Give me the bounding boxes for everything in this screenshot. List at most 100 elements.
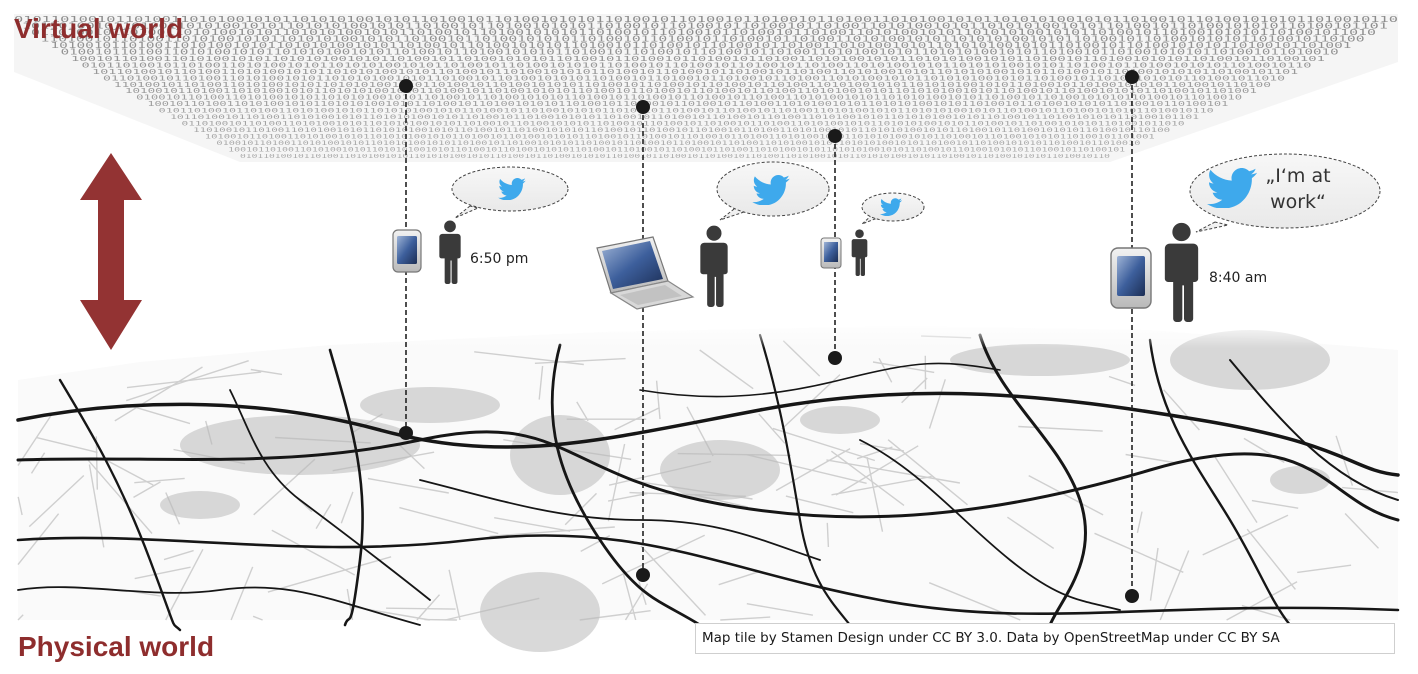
speech-bubble-2 [716,161,830,221]
minor-street [133,481,161,499]
map-park [180,415,420,475]
speech-bubble-3 [861,192,925,225]
minor-street [28,474,85,528]
minor-street [267,556,392,593]
time-label-2: 8:40 am [1209,270,1267,286]
minor-street [1018,425,1103,432]
minor-street [448,569,461,621]
binary-row: 1001011010011010100101011010101001010110… [147,100,1228,108]
tweet-text-line-1: „I‘m at [1265,165,1330,187]
virtual-dot-1 [399,79,413,93]
physical-dot-2 [636,568,650,582]
minor-street [1136,511,1143,534]
tablet-icon [392,229,422,273]
binary-row: 1010010110100110101001010110101010010101… [125,87,1257,95]
virtual-dot-3 [828,129,842,143]
virtual-dot-2 [636,100,650,114]
phone-icon [820,237,842,269]
virtual-dot-4 [1125,70,1139,84]
major-road [16,391,1400,477]
minor-street [1226,581,1298,621]
minor-street [638,581,647,606]
binary-row: 0110100101101001101010010101101010100101… [103,73,1285,82]
minor-street [826,522,830,548]
minor-street [607,492,648,502]
minor-street [758,413,786,444]
physical-world-label: Physical world [18,631,214,662]
major-road [16,534,1400,616]
minor-street [718,570,760,586]
binary-row: 0110100101101001101010010101101010100101… [31,28,1377,37]
speech-bubble-1 [451,166,569,219]
minor-street [1028,474,1104,516]
connector-dots [399,70,1139,603]
major-road [1148,338,1292,627]
minor-street [746,603,814,616]
physical-dot-1 [399,426,413,440]
binary-row: 1010010110100110101001010110101010010101… [50,41,1352,50]
minor-street [775,447,851,492]
minor-street [607,443,626,522]
map-park [160,491,240,519]
map-credit: Map tile by Stamen Design under CC BY 3.… [695,623,1395,654]
minor-street [30,452,46,474]
major-road [550,343,702,627]
minor-street [399,506,499,535]
major-road [859,439,1121,611]
minor-street [494,517,571,532]
minor-street [36,436,98,454]
minor-street [416,594,441,621]
minor-street [230,566,254,621]
minor-street [17,414,53,466]
binary-row: 1011010010110100110101001010110101010010… [22,21,1388,30]
minor-street [163,549,194,561]
binary-row: 0101101001011010011010100101011010101001… [81,60,1311,69]
minor-street [17,496,23,516]
minor-street [386,607,456,610]
binary-row: 0100101101001101010010101101010100101011… [136,94,1242,102]
minor-street [367,477,449,494]
person-icon [851,229,868,276]
physical-world-map [16,320,1400,652]
minor-street [1344,513,1380,549]
minor-street [720,616,771,621]
minor-street [772,427,876,462]
minor-street [1251,499,1299,509]
physical-dot-4 [1125,589,1139,603]
minor-street [1246,528,1296,590]
minor-street [134,477,185,484]
binary-row: 1001011010011010100101011010101001010110… [71,54,1325,63]
minor-street [1125,453,1177,464]
laptop-icon [596,236,695,310]
binary-row: 1011010010110100110101001010110101010010… [92,67,1298,76]
binary-row: 1001011010011010100101011010101001010110… [228,148,1126,154]
major-road [17,586,421,626]
minor-street [826,459,961,484]
minor-street [271,529,356,576]
map-park [1270,466,1330,494]
minor-street [315,503,332,529]
minor-street [134,566,191,580]
minor-street [106,459,154,486]
minor-street [1297,564,1352,574]
minor-street [576,401,589,422]
time-label-1: 6:50 pm [470,251,528,267]
minor-street [601,534,705,585]
major-road [419,479,821,561]
minor-street [856,446,893,460]
binary-row: 0110100101101001101010010101101010100101… [182,121,1185,128]
map-park [480,572,600,652]
binary-row: 1010010110100110101001010110101010010101… [205,134,1156,141]
tablet-icon [1110,247,1152,309]
minor-street [1159,550,1190,621]
minor-street [88,464,105,548]
tweet-text-line-2: work“ [1270,191,1326,213]
binary-row: 0101101001011010011010100101011010101001… [240,154,1111,160]
physical-dot-3 [828,351,842,365]
minor-street [252,615,263,621]
virtual-world-label: Virtual world [14,13,183,44]
major-road [58,378,182,632]
binary-row: 1011010010110100110101001010110101010010… [170,113,1199,121]
minor-street [1202,514,1289,556]
